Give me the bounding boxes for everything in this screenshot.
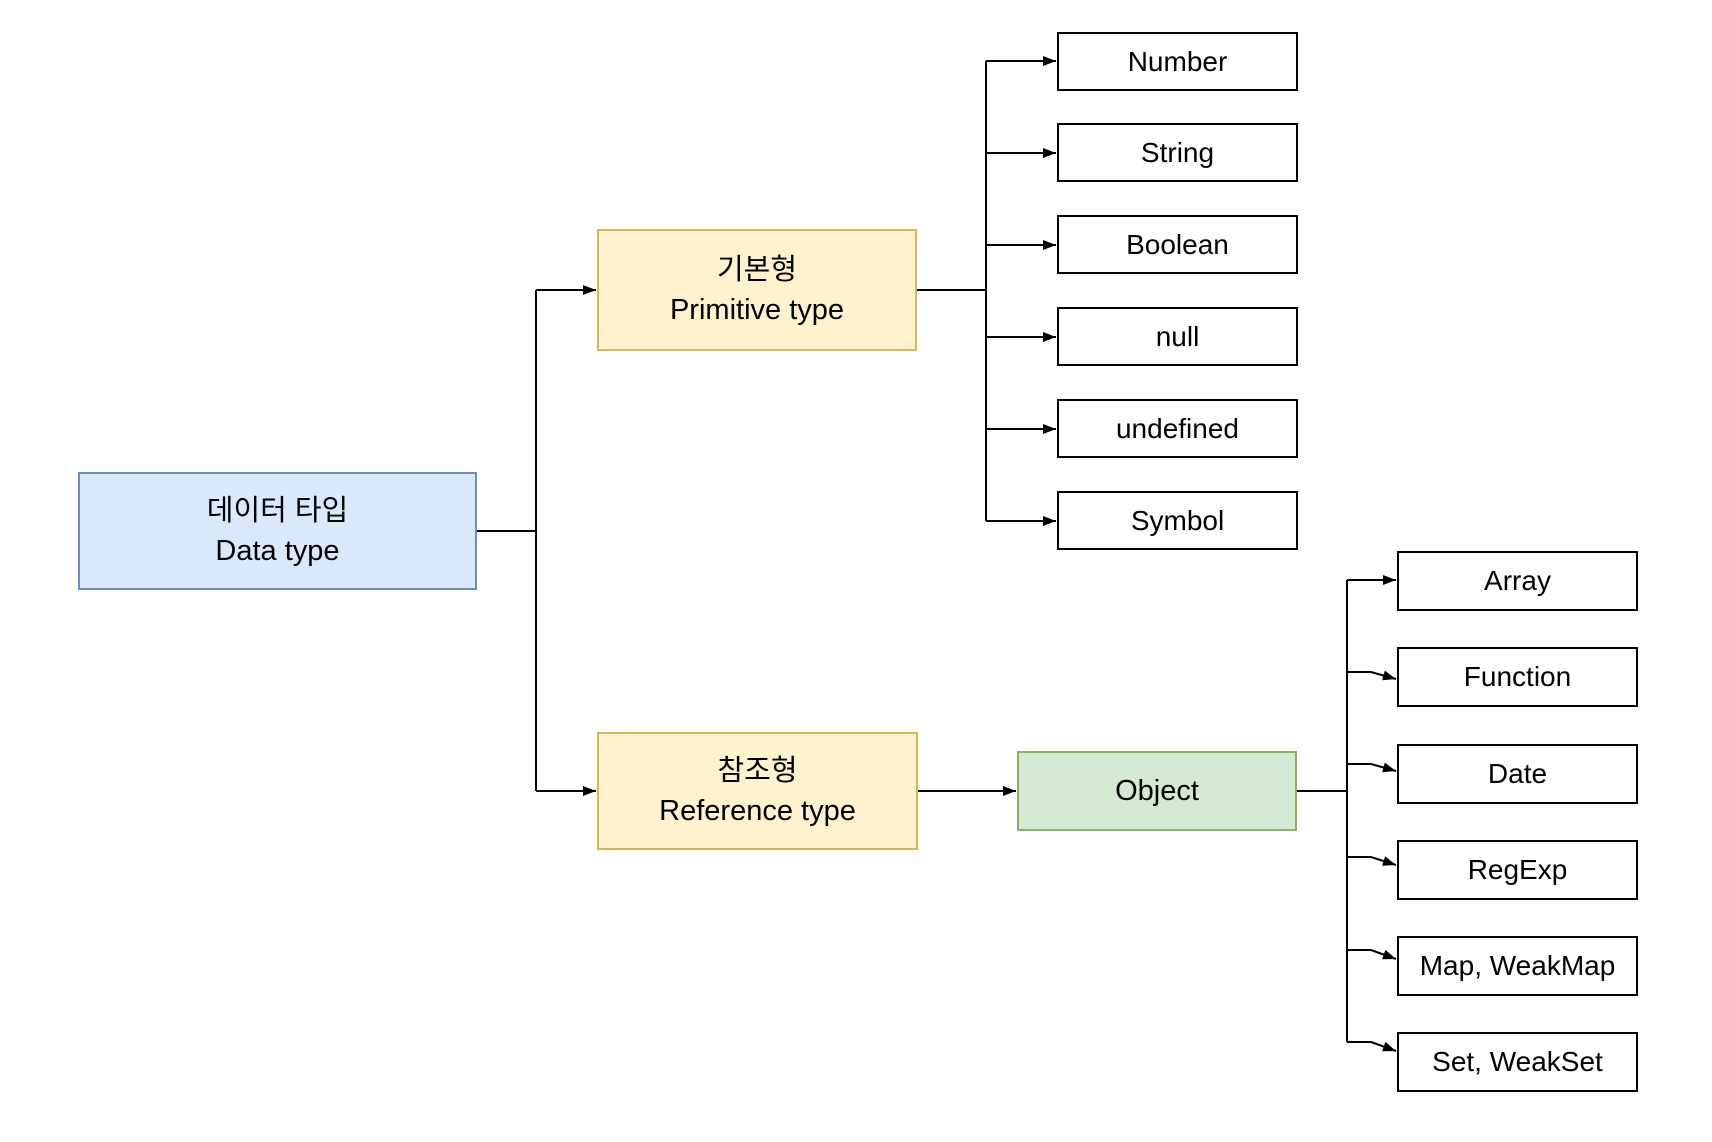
node-array: Array	[1397, 551, 1638, 611]
node-null: null	[1057, 307, 1298, 366]
node-symbol: Symbol	[1057, 491, 1298, 550]
set-weakset-label: Set, WeakSet	[1432, 1046, 1603, 1077]
edge-to-function	[1347, 670, 1397, 681]
data-type-label-korean: 데이터 타입	[206, 495, 349, 527]
object-label: Object	[1115, 775, 1199, 807]
node-undefined: undefined	[1057, 399, 1298, 458]
node-regexp: RegExp	[1397, 840, 1638, 900]
function-label: Function	[1463, 661, 1572, 692]
regexp-label: RegExp	[1467, 854, 1568, 885]
data-type-label-english: Data type	[215, 535, 340, 567]
reference-type-label-korean: 참조형	[717, 755, 798, 787]
primitive-type-label-english: Primitive type	[669, 294, 845, 326]
map-weakmap-label: Map, WeakMap	[1419, 950, 1616, 981]
edge-to-map-weakmap	[1347, 949, 1397, 960]
symbol-label: Symbol	[1130, 504, 1225, 536]
boolean-label: Boolean	[1126, 228, 1229, 260]
node-boolean: Boolean	[1057, 215, 1298, 274]
node-function: Function	[1397, 647, 1638, 707]
string-label: String	[1140, 136, 1215, 168]
edge-to-regexp	[1347, 856, 1397, 866]
number-label: Number	[1127, 45, 1228, 77]
date-label: Date	[1487, 758, 1548, 789]
null-label: null	[1155, 320, 1200, 352]
node-string: String	[1057, 123, 1298, 182]
node-map-weakmap: Map, WeakMap	[1397, 936, 1638, 996]
node-reference-type: 참조형 Reference type	[597, 732, 918, 850]
array-label: Array	[1484, 565, 1551, 596]
node-date: Date	[1397, 744, 1638, 804]
node-set-weakset: Set, WeakSet	[1397, 1032, 1638, 1092]
edge-to-date	[1347, 762, 1397, 773]
node-data-type: 데이터 타입 Data type	[78, 472, 477, 590]
reference-type-label-english: Reference type	[659, 795, 856, 827]
primitive-type-label-korean: 기본형	[716, 254, 798, 286]
edge-to-set-weakset	[1347, 1041, 1397, 1052]
node-number: Number	[1057, 32, 1298, 91]
undefined-label: undefined	[1115, 412, 1239, 444]
node-primitive-type: 기본형 Primitive type	[597, 229, 917, 351]
node-object: Object	[1017, 751, 1297, 831]
